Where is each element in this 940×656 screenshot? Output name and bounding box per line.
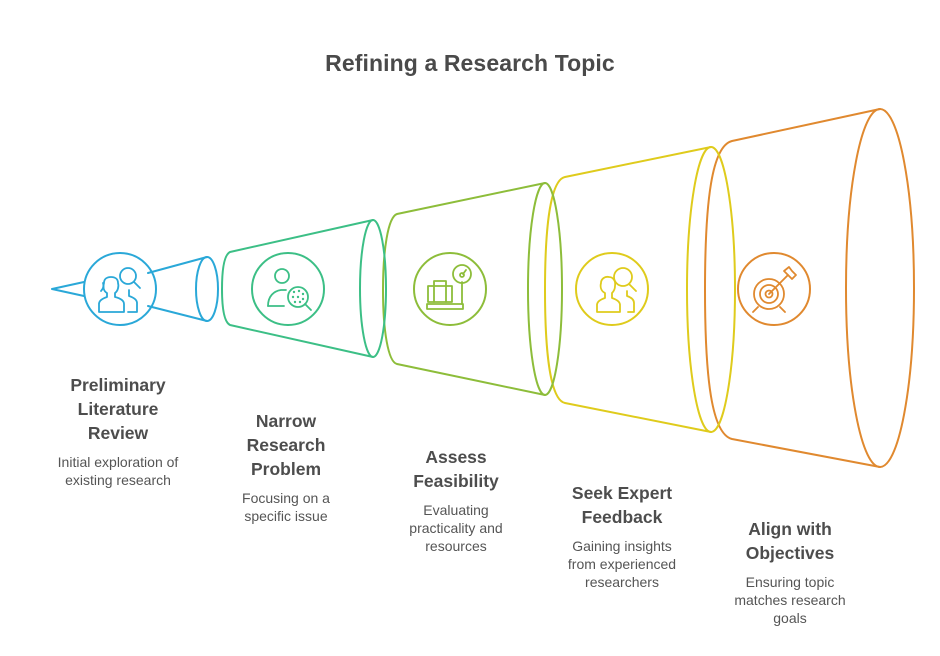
stage-1-label: Preliminary Literature Review Initial ex…: [38, 373, 198, 489]
expert-search-icon: [596, 267, 637, 313]
stage-5-description: Ensuring topic matches research goals: [710, 573, 870, 627]
stage-4-rim: [686, 146, 736, 433]
stage-3-icon-circle: [413, 252, 487, 326]
stage-4-heading: Seek Expert Feedback: [542, 481, 702, 529]
luggage-scale-icon: [426, 264, 472, 310]
description-line: Gaining insights: [572, 538, 672, 554]
stage-3-heading: Assess Feasibility: [376, 445, 536, 493]
target-arrow-icon: [752, 266, 797, 313]
description-line: specific issue: [244, 508, 328, 524]
stage-2-rim: [359, 219, 387, 358]
stage-3-description: Evaluating practicality and resources: [376, 501, 536, 555]
stage-4-label: Seek Expert Feedback Gaining insights fr…: [542, 481, 702, 591]
description-line: Evaluating: [423, 502, 489, 518]
stage-4-segment: [544, 146, 736, 433]
stage-2-heading: Narrow Research Problem: [206, 409, 366, 481]
stage-2-segment: [221, 219, 387, 358]
stage-5-segment: [704, 108, 915, 468]
heading-line: Research: [246, 435, 326, 455]
heading-line: Seek Expert: [571, 483, 673, 503]
stage-2-label: Narrow Research Problem Focusing on a sp…: [206, 409, 366, 525]
person-magnifier-icon: [267, 268, 312, 311]
stage-2-description: Focusing on a specific issue: [206, 489, 366, 525]
stage-5-body: [704, 108, 881, 468]
stage-1-icon-circle: [83, 252, 157, 326]
stage-5-heading: Align with Objectives: [710, 517, 870, 565]
stage-3-body: [382, 182, 546, 396]
stage-4-body: [544, 146, 712, 433]
stage-5-label: Align with Objectives Ensuring topic mat…: [710, 517, 870, 627]
stage-3-segment: [382, 182, 563, 396]
stage-1-segment: [51, 252, 219, 326]
stage-1-rim: [195, 256, 219, 322]
stage-2-icon-circle: [251, 252, 325, 326]
description-line: Focusing on a: [242, 490, 330, 506]
stage-3-rim: [527, 182, 563, 396]
stage-1-heading: Preliminary Literature Review: [38, 373, 198, 445]
description-line: goals: [773, 610, 807, 626]
heading-line: Preliminary: [70, 375, 166, 395]
description-line: Ensuring topic: [745, 574, 835, 590]
heading-line: Feedback: [581, 507, 663, 527]
heading-line: Literature: [77, 399, 159, 419]
stage-3-label: Assess Feasibility Evaluating practicali…: [376, 445, 536, 555]
people-search-icon: [98, 267, 141, 313]
diagram-title: Refining a Research Topic: [325, 50, 615, 76]
stage-4-description: Gaining insights from experienced resear…: [542, 537, 702, 591]
heading-line: Align with: [748, 519, 832, 539]
heading-line: Objectives: [745, 543, 835, 563]
stage-5-rim: [845, 108, 915, 468]
heading-line: Review: [87, 423, 149, 443]
description-line: researchers: [585, 574, 659, 590]
heading-line: Narrow: [255, 411, 317, 431]
stage-1-body: [51, 256, 208, 322]
heading-line: Assess: [425, 447, 487, 467]
description-line: practicality and: [409, 520, 503, 536]
stage-5-icon-circle: [737, 252, 811, 326]
description-line: existing research: [65, 472, 171, 488]
stage-4-icon-circle: [575, 252, 649, 326]
stage-1-description: Initial exploration of existing research: [38, 453, 198, 489]
description-line: resources: [425, 538, 487, 554]
stage-2-body: [221, 219, 374, 358]
heading-line: Feasibility: [413, 471, 499, 491]
description-line: Initial exploration of: [57, 454, 179, 470]
description-line: from experienced: [567, 556, 677, 572]
description-line: matches research: [734, 592, 846, 608]
heading-line: Problem: [250, 459, 322, 479]
